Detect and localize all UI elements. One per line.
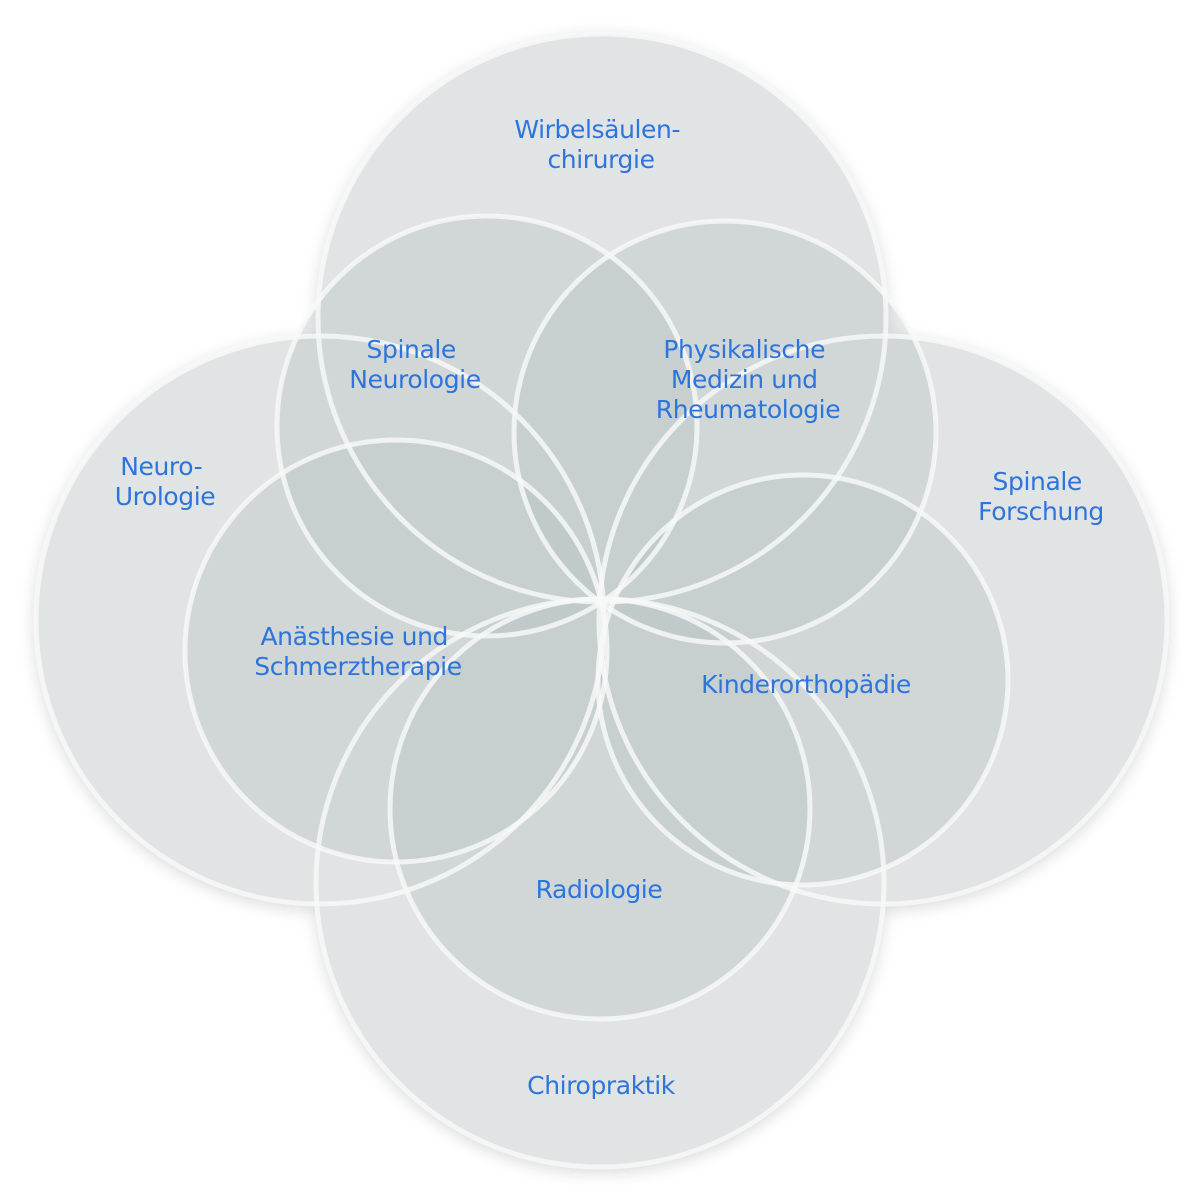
outer-circle-fills	[36, 34, 1167, 1167]
label-physikalische-medizin: Physikalische Medizin und Rheumatologie	[656, 335, 840, 424]
label-line: Spinale	[367, 335, 456, 364]
label-line: Wirbelsäulen-	[514, 115, 680, 144]
inner-circle-fills	[185, 216, 1008, 1019]
inner-outline-spinale-neurologie	[274, 213, 700, 639]
label-anaesthesie: Anästhesie und Schmerztherapie	[254, 622, 461, 681]
label-line: Rheumatologie	[656, 395, 840, 424]
label-line: Radiologie	[536, 875, 663, 904]
label-spinale-forschung: Spinale Forschung	[978, 467, 1104, 526]
inner-circle-radiologie	[390, 599, 810, 1019]
label-radiologie: Radiologie	[536, 875, 663, 904]
inner-outline-radiologie	[387, 596, 813, 1022]
label-line: Schmerztherapie	[254, 652, 461, 681]
inner-outline-kinderorthopaedie	[595, 472, 1011, 888]
label-spinale-neurologie: Spinale Neurologie	[349, 335, 480, 394]
label-kinderorthopaedie: Kinderorthopädie	[701, 670, 911, 699]
label-line: chirurgie	[547, 145, 654, 174]
label-line: Neuro-	[120, 452, 202, 481]
label-wirbelsaeulenchirurgie: Wirbelsäulen- chirurgie	[514, 115, 687, 174]
label-line: Neurologie	[349, 365, 480, 394]
inner-circle-kinderorthopaedie	[598, 475, 1008, 885]
circle-outlines	[33, 31, 1170, 1170]
label-line: Forschung	[978, 497, 1104, 526]
label-neuro-urologie: Neuro- Urologie	[115, 452, 216, 511]
label-line: Kinderorthopädie	[701, 670, 911, 699]
label-line: Physikalische	[663, 335, 825, 364]
label-line: Urologie	[115, 482, 216, 511]
label-line: Spinale	[993, 467, 1082, 496]
inner-circle-physikalische-medizin	[514, 221, 936, 643]
label-line: Anästhesie und	[260, 622, 448, 651]
label-line: Chiropraktik	[527, 1071, 676, 1100]
labels: Wirbelsäulen- chirurgie Neuro- Urologie …	[115, 115, 1105, 1100]
inner-circle-anaesthesie	[185, 440, 607, 862]
label-chiropraktik: Chiropraktik	[527, 1071, 676, 1100]
label-line: Medizin und	[671, 365, 818, 394]
outer-circle-chiropraktik	[316, 599, 884, 1167]
